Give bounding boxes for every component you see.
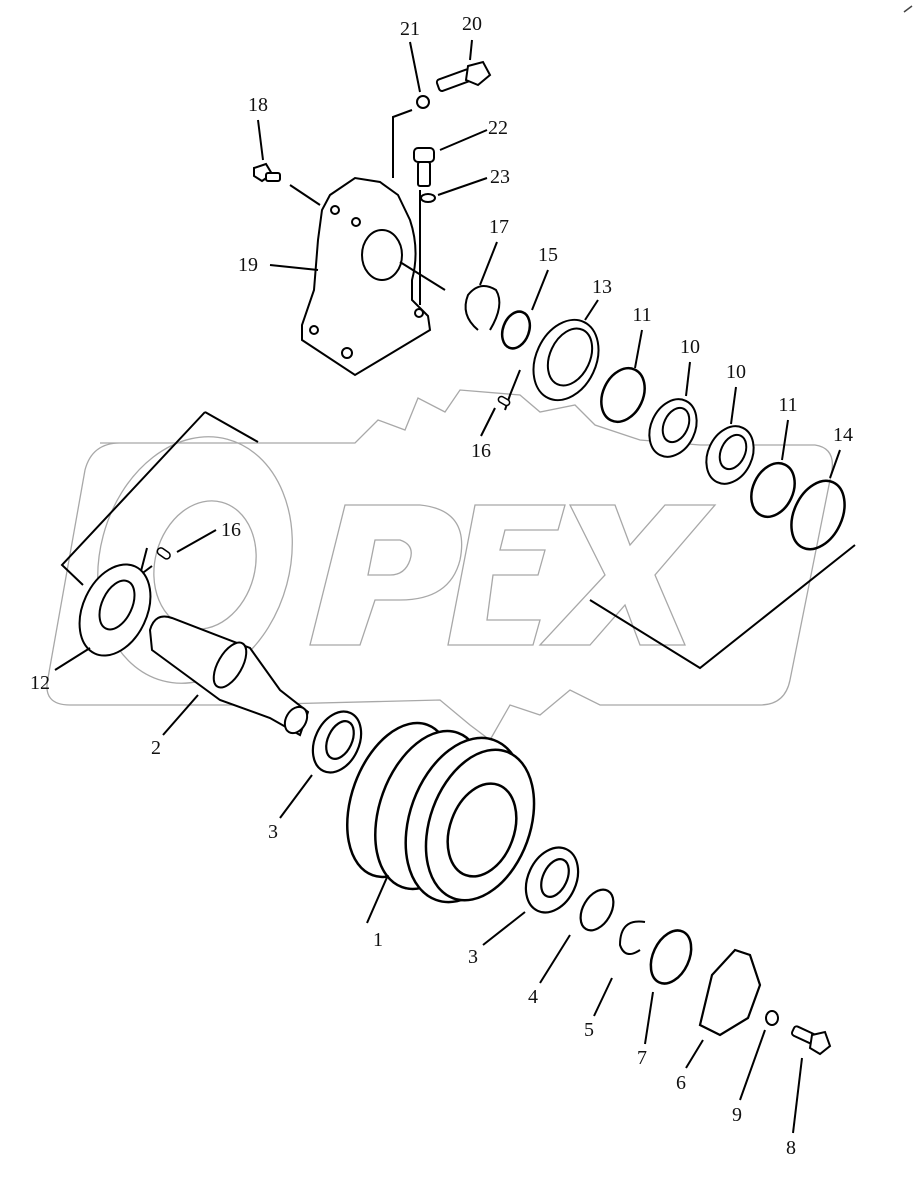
callout-7: 7 [637,1047,647,1069]
part-4-nut [579,888,615,932]
part-7-o-ring [649,929,693,985]
callout-9: 9 [732,1104,742,1126]
part-19-bracket [301,176,432,377]
part-20-bolt [435,60,492,92]
callout-16-b: 16 [221,519,241,541]
callout-12: 12 [30,672,50,694]
part-13-seal [532,318,600,402]
callout-2: 2 [151,737,161,759]
part-21-washer [416,95,430,109]
part-14-o-ring [790,479,846,551]
opex-watermark [46,389,834,741]
callout-13: 13 [592,276,612,298]
callout-3-left: 3 [268,821,278,843]
callout-21: 21 [400,18,420,40]
part-12-collar [78,563,152,657]
callout-5: 5 [584,1019,594,1041]
leader-lines [54,39,841,1134]
scan-mark [903,5,913,13]
callout-6: 6 [676,1072,686,1094]
part-17-snap-ring [464,285,501,331]
part-15-o-ring [500,310,532,350]
callout-18: 18 [248,94,268,116]
callout-16-a: 16 [471,440,491,462]
part-11-o-ring-lower [750,462,796,518]
part-5-snap-ring [618,920,646,955]
callout-14: 14 [833,424,853,446]
callout-15: 15 [538,244,558,266]
part-16-pin-lower [156,547,171,560]
callout-4: 4 [528,986,538,1008]
callout-22: 22 [488,117,508,139]
part-8-bolt [790,1025,832,1056]
callout-8: 8 [786,1137,796,1159]
part-2-shaft [148,615,310,737]
part-16-pin-upper [497,395,511,407]
callout-11-a: 11 [632,304,652,326]
callout-10-b: 10 [726,361,746,383]
part-1-roller [345,721,536,904]
callout-11-b: 11 [778,394,798,416]
callout-10-a: 10 [680,336,700,358]
part-9-washer [765,1010,779,1026]
callout-17: 17 [489,216,509,238]
callout-23: 23 [490,166,510,188]
callout-19: 19 [238,254,258,276]
part-11-o-ring-upper [600,367,646,423]
part-23-washer [420,193,436,203]
part-10-floating-seal-a [648,398,698,458]
callout-3-right: 3 [468,946,478,968]
callout-20: 20 [462,13,482,35]
part-18-plug [253,162,281,183]
part-22-bolt [413,147,435,187]
part-3-bearing-right [524,846,580,914]
part-6-cover [698,948,762,1037]
part-10-floating-seal-b [705,425,755,485]
callout-1: 1 [373,929,383,951]
part-3-bearing-left [311,710,363,774]
